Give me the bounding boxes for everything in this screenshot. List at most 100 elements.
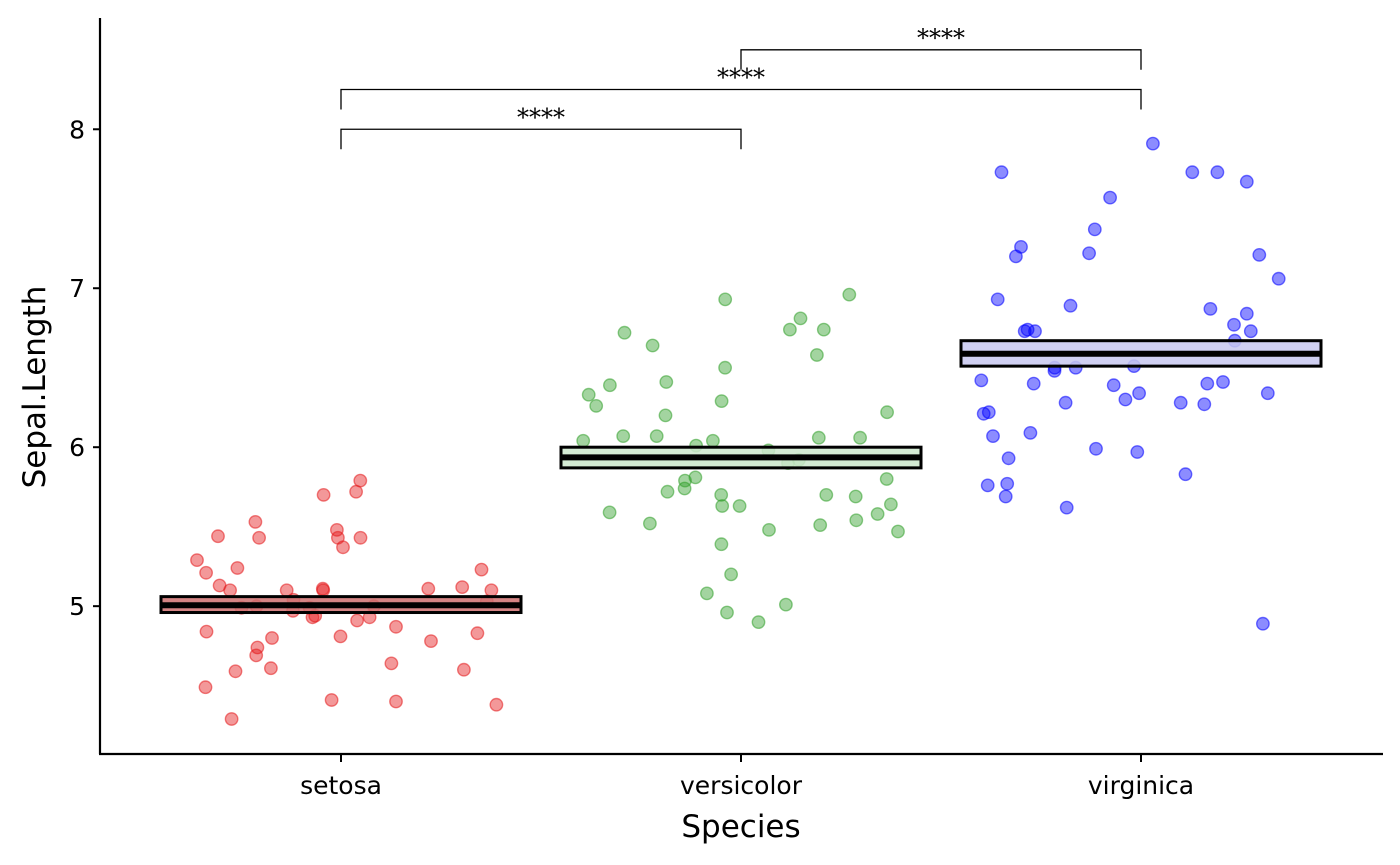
data-point xyxy=(884,497,898,512)
data-point xyxy=(1185,165,1200,180)
data-point xyxy=(389,619,403,634)
data-point xyxy=(1256,616,1270,631)
data-point xyxy=(1130,445,1145,459)
series-versicolor xyxy=(559,287,923,629)
data-point xyxy=(1200,376,1215,391)
data-point xyxy=(455,580,470,594)
data-point xyxy=(870,507,885,521)
data-point xyxy=(617,325,632,340)
data-point xyxy=(879,472,894,486)
data-point xyxy=(645,338,660,353)
data-point xyxy=(659,375,674,389)
data-point xyxy=(329,523,344,537)
data-point xyxy=(576,433,591,448)
data-point xyxy=(581,387,596,402)
data-point xyxy=(714,487,729,502)
data-point xyxy=(1087,222,1102,237)
data-point xyxy=(421,581,436,596)
data-point xyxy=(333,629,348,644)
y-axis-title: Sepal.Length xyxy=(17,286,53,489)
data-point xyxy=(470,626,485,641)
data-point xyxy=(211,529,225,544)
data-point xyxy=(990,292,1005,307)
data-point xyxy=(849,513,864,528)
y-tick-label: 8 xyxy=(69,115,85,144)
bracket-line xyxy=(740,49,1142,70)
data-point xyxy=(263,661,278,676)
data-point xyxy=(1216,375,1230,389)
data-point xyxy=(353,530,368,545)
data-point xyxy=(976,406,991,421)
data-point xyxy=(793,311,808,326)
data-point xyxy=(853,430,867,445)
data-point xyxy=(779,597,793,612)
data-point xyxy=(223,583,238,598)
data-point xyxy=(718,360,732,375)
data-point xyxy=(724,567,738,582)
data-point xyxy=(1146,136,1160,151)
data-point xyxy=(316,583,331,598)
data-point xyxy=(1271,271,1286,286)
data-point xyxy=(751,615,766,629)
data-point xyxy=(1243,324,1258,339)
data-point xyxy=(1210,165,1225,180)
x-tick-label: virginica xyxy=(1088,771,1194,800)
data-point xyxy=(384,656,399,671)
comparison-bracket: **** xyxy=(740,24,1142,70)
data-point xyxy=(986,429,1000,443)
data-point xyxy=(842,287,857,302)
x-tick-label: versicolor xyxy=(680,771,803,800)
data-point xyxy=(603,378,617,393)
data-point xyxy=(190,553,204,567)
x-axis-title: Species xyxy=(681,809,800,845)
data-point xyxy=(1178,467,1193,482)
y-tick-label: 6 xyxy=(69,433,85,462)
data-point xyxy=(456,662,471,677)
data-point xyxy=(198,680,213,695)
data-point xyxy=(248,515,263,529)
data-point xyxy=(1001,451,1016,466)
data-point xyxy=(389,694,403,709)
data-point xyxy=(350,613,364,628)
data-point xyxy=(819,487,834,502)
data-point xyxy=(714,537,729,552)
bracket-line xyxy=(340,88,1142,110)
data-point xyxy=(1173,395,1188,410)
data-point xyxy=(324,693,339,707)
data-point xyxy=(677,481,692,496)
series-setosa xyxy=(159,473,523,726)
data-point xyxy=(783,322,797,337)
data-point xyxy=(349,484,363,499)
data-point xyxy=(265,631,279,645)
data-point xyxy=(1239,174,1254,189)
data-point xyxy=(1118,392,1133,407)
data-point xyxy=(474,562,489,577)
data-point xyxy=(1197,397,1212,412)
data-point xyxy=(998,489,1013,504)
data-point xyxy=(336,540,350,555)
data-point xyxy=(1059,500,1074,515)
data-point xyxy=(1227,317,1241,332)
data-point xyxy=(1023,425,1038,440)
significance-brackets: ************ xyxy=(340,24,1142,150)
comparison-bracket: **** xyxy=(340,64,1142,110)
data-point xyxy=(230,561,245,575)
data-point xyxy=(199,624,214,639)
data-point xyxy=(810,348,824,362)
comparison-bracket: **** xyxy=(340,103,742,150)
series-virginica xyxy=(959,136,1323,631)
data-point xyxy=(811,430,826,445)
data-point xyxy=(974,373,989,388)
data-point xyxy=(228,664,243,679)
data-point xyxy=(762,523,776,537)
data-point xyxy=(1058,395,1073,410)
data-point xyxy=(706,433,720,448)
data-point xyxy=(891,524,905,539)
data-point xyxy=(715,499,730,513)
data-point xyxy=(720,605,734,620)
data-point xyxy=(1106,378,1121,393)
data-point xyxy=(199,565,214,580)
significance-label: **** xyxy=(917,24,965,52)
data-point xyxy=(714,394,729,408)
